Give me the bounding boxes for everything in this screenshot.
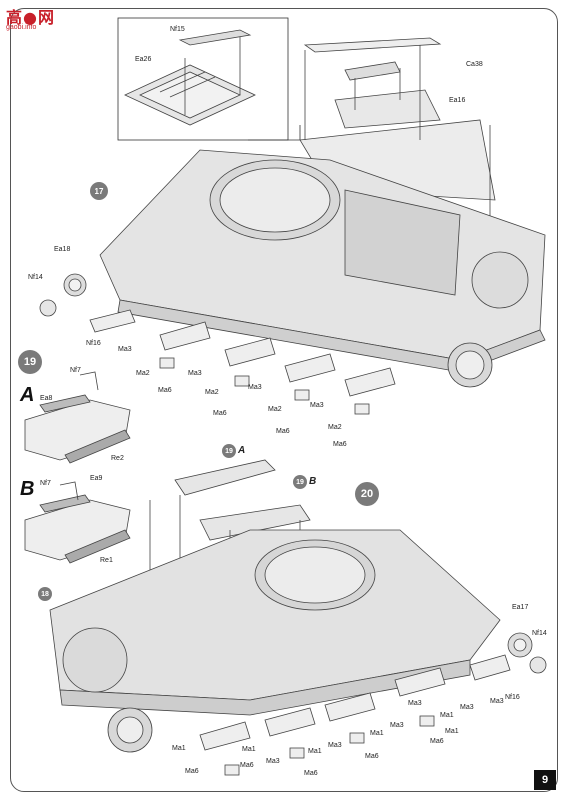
- watermark-logo: 高●网 gaobi.info: [2, 2, 72, 38]
- part-label-re2: Re2: [111, 455, 124, 462]
- step-number-17: 17: [90, 182, 108, 200]
- page-number: 9: [534, 770, 556, 790]
- part-label-ma6: Ma6: [158, 387, 172, 394]
- ref-step-19a-letter: A: [238, 445, 246, 456]
- part-label-ma2: Ma2: [328, 424, 342, 431]
- part-label-ma6: Ma6: [430, 738, 444, 745]
- part-label-ea8: Ea8: [40, 395, 53, 402]
- part-label-ma3: Ma3: [188, 370, 202, 377]
- part-label-ma3: Ma3: [266, 758, 280, 765]
- ref-step-19b: 19: [293, 475, 307, 489]
- part-label-ma1: Ma1: [308, 748, 322, 755]
- part-label-ca38: Ca38: [466, 61, 483, 68]
- part-label-ma1: Ma1: [445, 728, 459, 735]
- part-label-ma3: Ma3: [248, 384, 262, 391]
- part-label-ma3: Ma3: [390, 722, 404, 729]
- sub-step-letter-a: A: [20, 384, 35, 406]
- part-label-ma6: Ma6: [333, 441, 347, 448]
- part-label-ma3: Ma3: [490, 698, 504, 705]
- part-label-ma6: Ma6: [213, 410, 227, 417]
- sub-step-letter-b: B: [20, 478, 35, 500]
- part-label-ma1: Ma1: [370, 730, 384, 737]
- part-label-ma6: Ma6: [240, 762, 254, 769]
- part-label-ma3: Ma3: [408, 700, 422, 707]
- part-label-ea18: Ea18: [54, 246, 71, 253]
- part-label-ma2: Ma2: [268, 406, 282, 413]
- step-number-19: 19: [18, 350, 42, 374]
- part-label-nf15: Nf15: [170, 26, 185, 33]
- part-label-ea16: Ea16: [449, 97, 466, 104]
- part-label-ma1: Ma1: [242, 746, 256, 753]
- part-label-ma2: Ma2: [136, 370, 150, 377]
- part-label-ea17: Ea17: [512, 604, 529, 611]
- logo-subtext: gaobi.info: [6, 24, 37, 31]
- part-label-ea26: Ea26: [135, 56, 152, 63]
- part-label-ma2: Ma2: [205, 389, 219, 396]
- part-label-re1: Re1: [100, 557, 113, 564]
- step-number-20: 20: [355, 482, 379, 506]
- part-label-ma3: Ma3: [118, 346, 132, 353]
- ref-step-19a: 19: [222, 444, 236, 458]
- part-label-ma6: Ma6: [365, 753, 379, 760]
- part-label-nf16: Nf16: [86, 340, 101, 347]
- part-label-ma1: Ma1: [440, 712, 454, 719]
- part-label-ea9: Ea9: [90, 475, 103, 482]
- part-label-nf14: Nf14: [532, 630, 547, 637]
- part-label-ma6: Ma6: [185, 768, 199, 775]
- part-label-nf14: Nf14: [28, 274, 43, 281]
- part-label-ma3: Ma3: [460, 704, 474, 711]
- part-label-ma3: Ma3: [328, 742, 342, 749]
- part-label-ma6: Ma6: [276, 428, 290, 435]
- logo-text: 高●网: [6, 8, 55, 27]
- part-label-nf7: Nf7: [70, 367, 81, 374]
- part-label-nf16: Nf16: [505, 694, 520, 701]
- part-label-ma3: Ma3: [310, 402, 324, 409]
- ref-step-19b-letter: B: [309, 476, 317, 487]
- ref-step-18: 18: [38, 587, 52, 601]
- part-label-nf7: Nf7: [40, 480, 51, 487]
- part-label-ma1: Ma1: [172, 745, 186, 752]
- part-label-ma6: Ma6: [304, 770, 318, 777]
